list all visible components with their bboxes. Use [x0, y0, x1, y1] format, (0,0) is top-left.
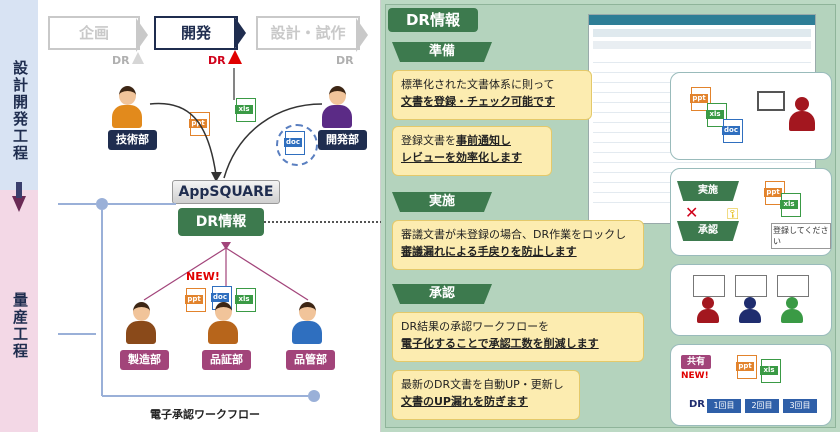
note-auto-update: 最新のDR文書を自動UP・更新し 文書のUP漏れを防ぎます: [392, 370, 580, 420]
dept-manufacturing: 製造部: [120, 350, 169, 370]
note-register: 標準化された文書体系に則って 文書を登録・チェック可能です: [392, 70, 592, 120]
section-approve: 承認: [392, 284, 492, 304]
doc-file-icon: doc: [722, 119, 743, 143]
phase-lower-label: 量産工程: [11, 292, 29, 360]
new-badge: NEW!: [681, 371, 709, 381]
monitor-icon: [777, 275, 809, 297]
card-lock: 実施 承認 ✕ ⚿ ppt xls 登録してください: [670, 168, 832, 256]
register-tooltip: 登録してください: [771, 223, 831, 249]
mail-icon: [757, 91, 785, 111]
app-name: AppSQUARE: [178, 184, 274, 200]
phase-arrow-shaft: [16, 182, 22, 198]
user-icon: [781, 297, 803, 323]
step-1: 1回目: [707, 399, 741, 413]
doc-file-icon: doc: [284, 131, 305, 155]
dr-info-box: DR情報: [178, 208, 264, 236]
user-icon: [697, 297, 719, 323]
dept-quality-assurance: 品証部: [202, 350, 251, 370]
note-advance-notice: 登録文書を事前通知し レビューを効率化します: [392, 126, 552, 176]
dr-label: DR: [689, 399, 706, 410]
monitor-icon: [693, 275, 725, 297]
chevron-right-icon: [356, 18, 368, 52]
phase-design-prototype: 設計・試作: [256, 16, 360, 50]
dr-marker-2: DR: [208, 54, 226, 67]
user-icon: [789, 97, 815, 131]
chevron-right-icon: [234, 16, 246, 50]
dept-engineering: 技術部: [108, 130, 157, 150]
card-approvers: [670, 264, 832, 336]
person-icon: [112, 86, 142, 128]
section-prep: 準備: [392, 42, 492, 62]
workflow-lines: [58, 198, 320, 402]
phase-development: 開発: [154, 16, 238, 50]
mini-exec-label: 実施: [677, 181, 739, 201]
appsquare-logo: AppSQUARE: [172, 180, 280, 204]
ppt-file-icon: ppt: [185, 288, 206, 312]
xls-file-icon: xls: [235, 98, 256, 122]
xls-file-icon: xls: [760, 359, 781, 383]
person-icon: [126, 302, 156, 344]
cross-icon: ✕: [685, 203, 699, 222]
dr-marker-1: DR: [112, 54, 130, 67]
ppt-file-icon: ppt: [764, 181, 785, 205]
xls-file-icon: xls: [780, 193, 801, 217]
share-tag: 共有: [681, 355, 711, 369]
monitor-icon: [735, 275, 767, 297]
phase-arrow-icon: [12, 196, 26, 212]
new-badge: NEW!: [186, 270, 220, 283]
ppt-file-icon: ppt: [736, 355, 757, 379]
person-icon: [292, 302, 322, 344]
mini-approve-label: 承認: [677, 221, 739, 241]
person-icon: [208, 302, 238, 344]
triangle-icon: [132, 52, 144, 64]
dr-marker-3: DR: [336, 54, 354, 67]
upper-process-band: [0, 0, 38, 190]
section-exec: 実施: [392, 192, 492, 212]
xls-file-icon: xls: [706, 103, 727, 127]
chevron-right-icon: [136, 18, 148, 52]
person-icon: [322, 86, 352, 128]
key-icon: ⚿: [727, 205, 739, 223]
lower-process-band: [0, 190, 38, 432]
card-documents: ppt xls doc: [670, 72, 832, 160]
phase-upper-label: 設計開発工程: [11, 60, 29, 162]
step-3: 3回目: [783, 399, 817, 413]
card-sharing: 共有 NEW! ppt xls DR 1回目 2回目 3回目: [670, 344, 832, 426]
dr-info-title: DR情報: [388, 8, 478, 32]
flow-arrows: [149, 68, 323, 182]
note-workflow: DR結果の承認ワークフローを 電子化することで承認工数を削減します: [392, 312, 644, 362]
connector-dotted: [264, 221, 382, 223]
dept-quality-control: 品管部: [286, 350, 335, 370]
workflow-label: 電子承認ワークフロー: [150, 408, 260, 421]
xls-file-icon: xls: [235, 288, 256, 312]
step-2: 2回目: [745, 399, 779, 413]
phase-planning: 企画: [48, 16, 140, 50]
dept-development: 開発部: [318, 130, 367, 150]
ppt-file-icon: ppt: [690, 87, 711, 111]
triangle-icon: [228, 50, 242, 64]
user-icon: [739, 297, 761, 323]
note-lock: 審議文書が未登録の場合、DR作業をロックし 審議漏れによる手戻りを防止します: [392, 220, 644, 270]
